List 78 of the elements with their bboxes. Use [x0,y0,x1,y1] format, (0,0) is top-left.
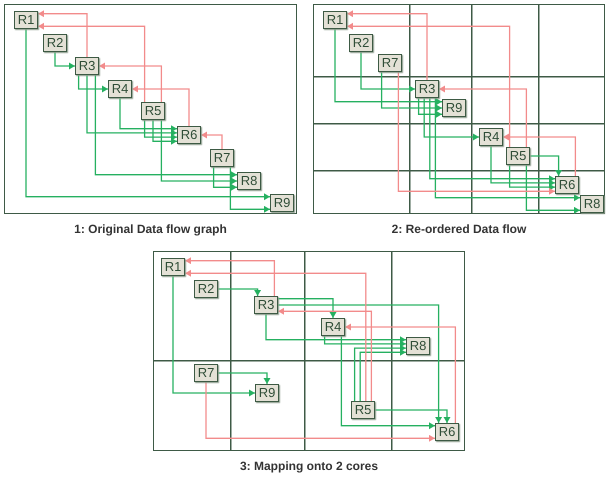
dependency-arrow [38,22,146,102]
dependency-arrow [503,134,576,176]
dependency-arrow [360,348,406,401]
dependency-arrow [334,29,442,106]
register-box: R6 [435,423,459,441]
dependency-arrow [201,132,223,149]
dependency-arrow [54,52,75,70]
register-box: R5 [506,147,530,165]
register-box: R9 [255,384,279,402]
dependency-arrow [360,52,415,92]
dependency-arrow [205,382,435,442]
dependency-arrow [418,98,442,118]
register-box: R4 [321,318,345,336]
dependency-arrow [398,72,555,195]
dependency-arrow [526,165,580,214]
dependency-arrow [347,22,510,147]
register-box: R6 [177,126,201,144]
panel-caption: 1: Original Data flow graph [73,222,228,236]
dependency-arrow [434,98,580,202]
register-box: R9 [442,99,466,117]
dependency-arrow [185,257,276,296]
register-box: R4 [479,128,503,146]
register-box: R8 [237,172,261,190]
register-box: R4 [108,80,132,98]
register-box: R1 [14,11,38,29]
dependency-arrow [429,98,555,182]
dependency-arrow [278,304,442,423]
dependency-arrow [508,165,555,191]
dependency-arrow [172,276,255,396]
panel-caption: 3: Mapping onto 2 cores [238,459,379,473]
dependency-arrow [380,72,442,112]
dependency-arrow [212,167,237,191]
dependency-arrow [152,120,177,145]
dependency-arrow [218,288,262,296]
dependency-arrow [278,298,336,318]
register-box: R7 [378,54,402,72]
dependency-arrow [324,336,406,348]
register-box: R5 [351,401,375,419]
dependency-arrow [218,372,270,384]
register-box: R1 [161,258,185,276]
dependency-arrow [132,86,190,126]
register-box: R2 [194,280,218,298]
dependency-arrow [144,120,177,141]
dependency-arrow [119,98,177,132]
register-box: R2 [349,34,373,52]
register-box: R5 [141,102,165,120]
dependency-arrow [99,62,162,102]
register-box: R7 [210,149,234,167]
register-box: R6 [555,176,579,194]
dependency-arrow [230,167,270,213]
dependency-arrow [25,29,270,200]
register-box: R2 [43,34,67,52]
dependency-arrow [347,10,428,80]
dependency-arrow [530,155,562,176]
dependency-arrow [185,270,366,401]
register-box: R3 [75,57,99,75]
dependency-arrow [490,146,555,186]
dependency-arrow [424,98,479,140]
dependency-arrow [94,75,237,178]
register-box: R1 [323,11,347,29]
dependency-arrow [38,10,88,57]
register-box: R3 [254,296,278,314]
register-box: R9 [270,194,294,212]
register-box: R3 [415,80,439,98]
dependency-arrow [340,336,435,430]
dependency-arrow [345,324,456,423]
dependency-arrow [278,308,372,401]
register-box: R8 [580,195,604,213]
dependency-arrow [354,344,406,401]
dependency-arrow [439,86,528,147]
dependency-arrow [160,120,237,184]
dependency-arrow [86,75,177,136]
dependency-arrow [375,409,450,423]
dependency-arrow [78,75,108,92]
register-box: R7 [194,364,218,382]
register-box: R8 [406,337,430,355]
dependency-arrow [265,314,406,344]
panel-caption: 2: Re-ordered Data flow [390,222,528,236]
